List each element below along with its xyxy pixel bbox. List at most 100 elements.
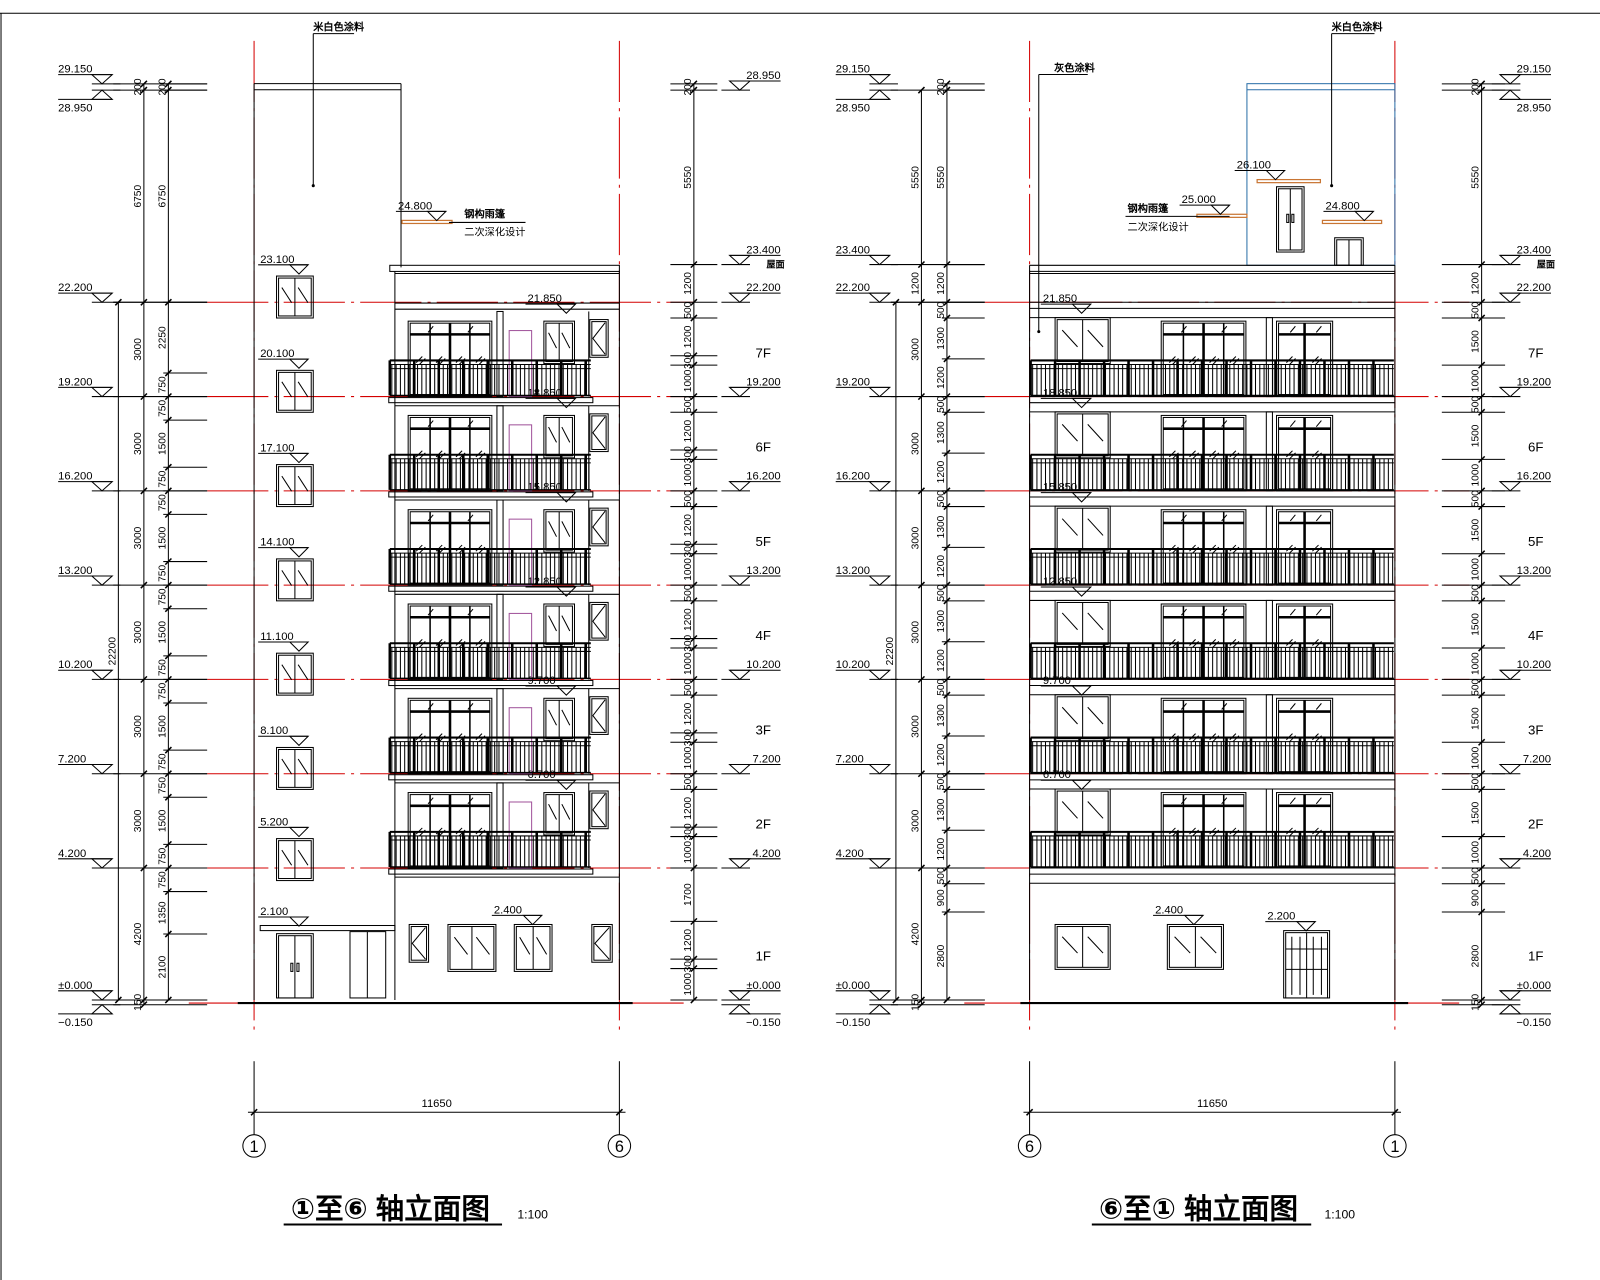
elevation-triangle-icon <box>728 575 752 586</box>
window-frame <box>591 792 607 828</box>
interior-door-outline <box>508 424 533 492</box>
dimension-text: 1200 <box>683 419 694 442</box>
elevation-label: 7.200 <box>58 753 86 765</box>
glass-hatch <box>297 758 309 775</box>
balcony-door <box>1276 603 1334 680</box>
elevation-triangle-icon <box>868 292 892 303</box>
balcony-door <box>407 320 493 398</box>
dimension-text: 500 <box>683 773 694 790</box>
floor-label: 4F <box>756 628 771 643</box>
tower-window <box>276 558 314 602</box>
dimension-text: 4200 <box>910 922 921 945</box>
elevation-label: ±0.000 <box>836 980 870 992</box>
floor-label: 1F <box>756 949 771 964</box>
canopy-note: 钢构雨篷 <box>1128 202 1170 215</box>
elevation-triangle-icon <box>728 990 752 1001</box>
dimension-text: 2800 <box>1471 944 1482 967</box>
elevation-label: 19.200 <box>58 376 92 388</box>
elevation-label: 4.200 <box>836 848 864 860</box>
roof-label: 屋面 <box>766 260 784 270</box>
elevation-label: 13.200 <box>1517 565 1551 577</box>
floor-label: 5F <box>756 534 771 549</box>
glass-hatch <box>548 803 557 820</box>
level-mark-label: 17.100 <box>260 442 294 454</box>
level-mark-triangle-icon <box>1183 914 1205 926</box>
leader-dot-icon <box>311 184 315 188</box>
elevation-triangle-icon <box>90 764 114 775</box>
dimension-text: 1000 <box>1471 558 1482 581</box>
balcony-pillar <box>1265 317 1273 398</box>
dimension-text: 1500 <box>1471 613 1482 636</box>
glass-hatch <box>453 936 468 955</box>
elevation-label: 28.950 <box>1517 103 1551 115</box>
elevation-label: 22.200 <box>1517 282 1551 294</box>
balcony-slab <box>388 868 594 875</box>
elevation-label: 23.400 <box>746 244 780 256</box>
glass-hatch <box>548 426 557 443</box>
elevation-triangle-icon <box>1498 669 1522 681</box>
dimension-text: 1500 <box>157 715 168 738</box>
dimension-text: 500 <box>936 678 947 695</box>
dimension-text: 1200 <box>936 649 947 672</box>
glass-hatch <box>1061 936 1078 954</box>
level-mark-label: 8.100 <box>260 725 288 737</box>
glass-hatch <box>1061 518 1078 536</box>
balcony-window <box>1054 505 1111 553</box>
dimension-text: 500 <box>1471 678 1482 695</box>
glass-hatch <box>297 287 309 303</box>
dimension-text: 300 <box>683 729 694 746</box>
elevation-triangle-icon <box>868 1004 892 1015</box>
casement-swing-mark <box>592 699 606 732</box>
dimension-text: 3000 <box>910 809 921 832</box>
balcony-door <box>1160 603 1247 680</box>
window-frame <box>591 415 607 451</box>
level-mark-label: 23.100 <box>260 254 294 266</box>
dimension-text: 1500 <box>1471 707 1482 730</box>
dimension-text: 150 <box>910 994 921 1011</box>
elevation-triangle-icon <box>728 386 752 398</box>
glass-hatch <box>1174 936 1191 954</box>
casement-swing-mark <box>592 322 606 355</box>
railing-balusters <box>1032 553 1394 585</box>
dimension-text: 750 <box>157 777 168 794</box>
dimension-text: 300 <box>683 352 694 369</box>
dimension-text: 1200 <box>1471 272 1482 295</box>
level-mark-label: 21.850 <box>528 293 562 305</box>
elevation-label: 28.950 <box>836 103 870 115</box>
balcony-window <box>543 509 575 553</box>
steel-canopy <box>1256 178 1322 184</box>
railing-balusters <box>391 835 590 867</box>
roof-label: 屋面 <box>1537 260 1555 270</box>
dimension-text: 3000 <box>910 715 921 738</box>
level-mark-label: 25.000 <box>1182 194 1216 206</box>
elevation-label: 28.950 <box>746 70 780 82</box>
dimension-text: 750 <box>157 682 168 699</box>
elevation-view-axis-6-to-1: 26.10025.00024.8006.7009.70012.85015.850… <box>835 21 1555 1226</box>
elevation-triangle-icon <box>868 575 892 586</box>
balcony-window <box>543 697 575 742</box>
dimension-text: 750 <box>157 494 168 511</box>
dimension-text: 1200 <box>683 797 694 820</box>
railing-posts <box>388 831 587 867</box>
entrance-canopy <box>259 924 396 932</box>
dimension-text: 750 <box>157 659 168 676</box>
drawing-content: 23.10020.10017.10014.10011.1008.1005.200… <box>0 12 1600 1280</box>
level-mark-label: 2.100 <box>260 906 288 918</box>
dimension-text: 3000 <box>133 432 144 455</box>
elevation-label: 7.200 <box>1523 753 1551 765</box>
balcony-window <box>543 792 575 836</box>
dimension-text: 3000 <box>133 715 144 738</box>
elevation-triangle-icon <box>1498 89 1522 100</box>
balcony-door <box>1160 320 1247 398</box>
floor-label: 5F <box>1528 534 1543 549</box>
elevation-triangle-icon <box>1498 575 1522 586</box>
dimension-text: 1200 <box>683 608 694 631</box>
level-mark-triangle-icon <box>1265 170 1286 181</box>
railing-posts <box>1029 831 1375 867</box>
elevation-label: −0.150 <box>58 1017 93 1029</box>
dimension-text: 1200 <box>683 929 694 952</box>
elevation-triangle-icon <box>1498 481 1522 492</box>
glass-hatch <box>1061 706 1078 725</box>
elevation-triangle-icon <box>728 481 752 492</box>
level-mark-label: 12.850 <box>528 576 562 588</box>
